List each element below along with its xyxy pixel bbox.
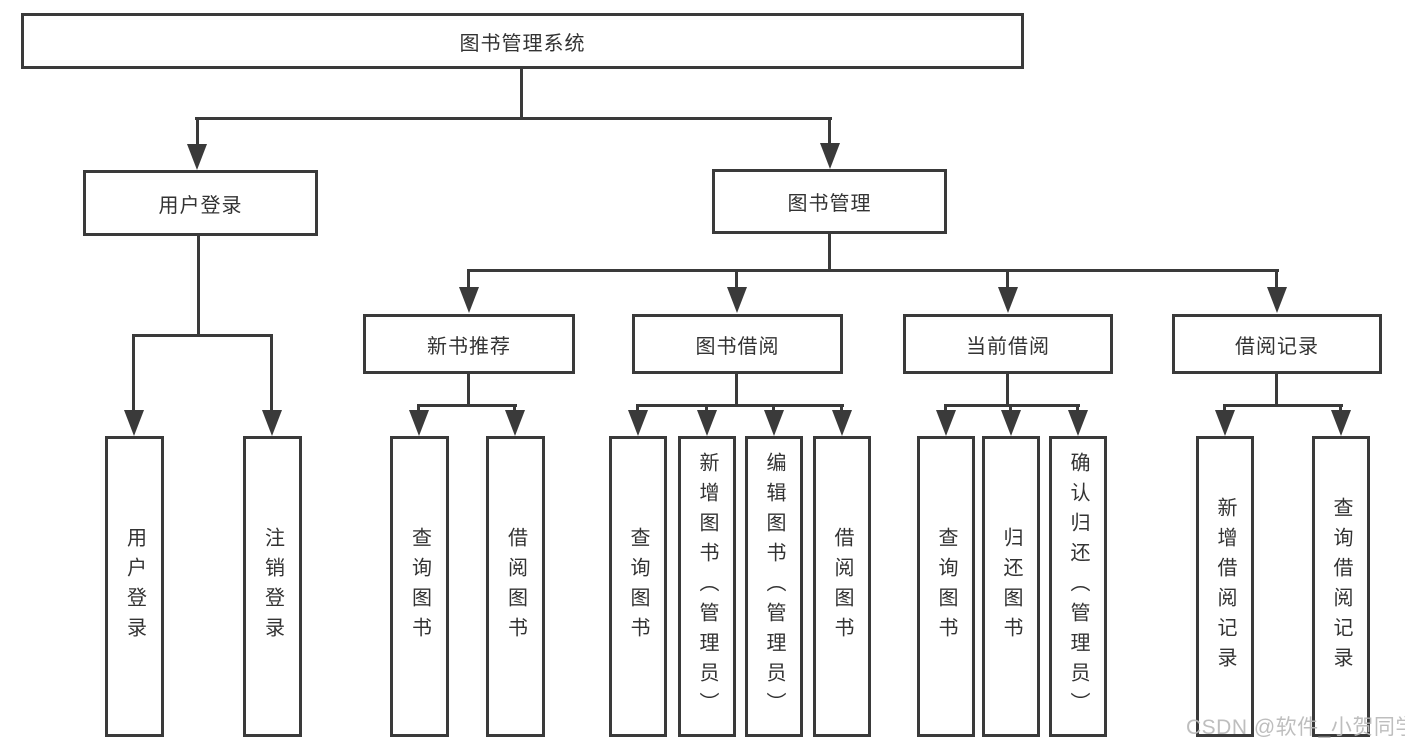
edge-drop-leaf-add-record xyxy=(1223,404,1226,413)
node-book-management-label: 图书管理 xyxy=(787,193,872,215)
leaf-add-borrow-record: 新增借阅记录 xyxy=(1196,436,1254,737)
edge-drop-user-login xyxy=(196,117,199,146)
leaf-borrow-books-recommend: 借阅图书 xyxy=(486,436,545,737)
leaf-confirm-return-admin: 确认归还（管理员） xyxy=(1049,436,1107,737)
edge-drop-borrow-records xyxy=(1275,269,1278,290)
leaf-query-borrow-record-label: 查询借阅记录 xyxy=(1330,496,1352,677)
edge-book-borrow-stem xyxy=(735,374,738,407)
node-new-book-recommend: 新书推荐 xyxy=(363,314,575,374)
leaf-user-login-label: 用户登录 xyxy=(123,526,146,647)
leaf-query-books-current-label: 查询图书 xyxy=(935,526,957,647)
leaf-add-book-admin: 新增图书（管理员） xyxy=(678,436,736,737)
edge-user-login-stem xyxy=(197,235,200,336)
node-root-label: 图书管理系统 xyxy=(459,32,586,55)
edge-drop-leaf-borrow2 xyxy=(840,404,843,413)
leaf-add-borrow-record-label: 新增借阅记录 xyxy=(1214,496,1236,677)
edge-root-rail xyxy=(195,117,832,120)
edge-book-borrow-rail xyxy=(636,404,844,407)
arrowhead-user-login xyxy=(187,144,207,170)
edge-new-book-stem xyxy=(467,374,470,407)
node-new-book-recommend-label: 新书推荐 xyxy=(427,335,511,358)
arrowhead-book-borrow xyxy=(727,287,747,313)
arrowhead-leaf-borrow1 xyxy=(505,410,525,436)
node-current-borrow-label: 当前借阅 xyxy=(966,335,1050,358)
edge-drop-book-management xyxy=(828,117,831,145)
edge-drop-leaf-query1 xyxy=(417,404,420,413)
edge-drop-leaf-confirm-return xyxy=(1076,404,1079,413)
csdn-watermark: CSDN @软件_小贺同学 xyxy=(1186,716,1405,739)
arrowhead-leaf-borrow2 xyxy=(832,410,852,436)
leaf-edit-book-admin: 编辑图书（管理员） xyxy=(745,436,803,737)
node-borrow-records: 借阅记录 xyxy=(1172,314,1382,374)
node-borrow-records-label: 借阅记录 xyxy=(1235,335,1319,358)
edge-new-book-rail xyxy=(417,404,517,407)
node-user-login-label: 用户登录 xyxy=(158,194,243,217)
arrowhead-leaf-confirm-return xyxy=(1068,410,1088,436)
leaf-logout: 注销登录 xyxy=(243,436,302,737)
edge-borrow-records-rail xyxy=(1223,404,1343,407)
node-root: 图书管理系统 xyxy=(21,13,1024,69)
arrowhead-leaf-query-record xyxy=(1331,410,1351,436)
edge-drop-new-book xyxy=(467,269,470,290)
arrowhead-book-management xyxy=(820,143,840,169)
node-user-login: 用户登录 xyxy=(83,170,318,236)
edge-drop-leaf-query3 xyxy=(944,404,947,413)
leaf-return-books: 归还图书 xyxy=(982,436,1040,737)
arrowhead-leaf-edit-book xyxy=(764,410,784,436)
arrowhead-leaf-logout xyxy=(262,410,282,436)
leaf-query-books-recommend-label: 查询图书 xyxy=(408,526,431,647)
leaf-confirm-return-admin-label: 确认归还（管理员） xyxy=(1067,451,1089,722)
edge-drop-leaf-add-book xyxy=(705,404,708,413)
edge-drop-leaf-return xyxy=(1009,404,1012,413)
edge-drop-leaf-query2 xyxy=(636,404,639,413)
edge-current-borrow-stem xyxy=(1006,374,1009,407)
leaf-borrow-books-recommend-label: 借阅图书 xyxy=(504,526,527,647)
edge-drop-book-borrow xyxy=(735,269,738,290)
leaf-query-borrow-record: 查询借阅记录 xyxy=(1312,436,1370,737)
edge-drop-leaf-borrow1 xyxy=(513,404,516,413)
node-current-borrow: 当前借阅 xyxy=(903,314,1113,374)
edge-current-borrow-rail xyxy=(944,404,1080,407)
node-book-borrow: 图书借阅 xyxy=(632,314,843,374)
leaf-user-login: 用户登录 xyxy=(105,436,164,737)
leaf-return-books-label: 归还图书 xyxy=(1000,526,1022,647)
edge-drop-leaf-logout xyxy=(270,334,273,412)
edge-drop-leaf-query-record xyxy=(1339,404,1342,413)
leaf-borrow-books-label: 借阅图书 xyxy=(831,526,853,647)
node-book-management: 图书管理 xyxy=(712,169,947,234)
leaf-add-book-admin-label: 新增图书（管理员） xyxy=(696,451,718,722)
node-book-borrow-label: 图书借阅 xyxy=(695,335,780,358)
edge-user-login-rail xyxy=(132,334,273,337)
arrowhead-leaf-query2 xyxy=(628,410,648,436)
arrowhead-borrow-records xyxy=(1267,287,1287,313)
arrowhead-leaf-query1 xyxy=(409,410,429,436)
arrowhead-leaf-add-book xyxy=(697,410,717,436)
edge-borrow-records-stem xyxy=(1275,374,1278,407)
arrowhead-leaf-query3 xyxy=(936,410,956,436)
leaf-query-books-current: 查询图书 xyxy=(917,436,975,737)
leaf-logout-label: 注销登录 xyxy=(261,526,284,647)
edge-book-management-rail xyxy=(467,269,1279,272)
arrowhead-current-borrow xyxy=(998,287,1018,313)
arrowhead-leaf-return xyxy=(1001,410,1021,436)
edge-book-management-stem xyxy=(828,234,831,271)
leaf-query-books-recommend: 查询图书 xyxy=(390,436,449,737)
edge-drop-current-borrow xyxy=(1006,269,1009,290)
arrowhead-new-book xyxy=(459,287,479,313)
leaf-borrow-books: 借阅图书 xyxy=(813,436,871,737)
edge-drop-leaf-login xyxy=(132,334,135,412)
edge-root-stem xyxy=(520,67,523,118)
arrowhead-leaf-add-record xyxy=(1215,410,1235,436)
leaf-edit-book-admin-label: 编辑图书（管理员） xyxy=(763,451,785,722)
edge-drop-leaf-edit-book xyxy=(772,404,775,413)
leaf-query-books-borrow: 查询图书 xyxy=(609,436,667,737)
arrowhead-leaf-login xyxy=(124,410,144,436)
leaf-query-books-borrow-label: 查询图书 xyxy=(627,526,649,647)
